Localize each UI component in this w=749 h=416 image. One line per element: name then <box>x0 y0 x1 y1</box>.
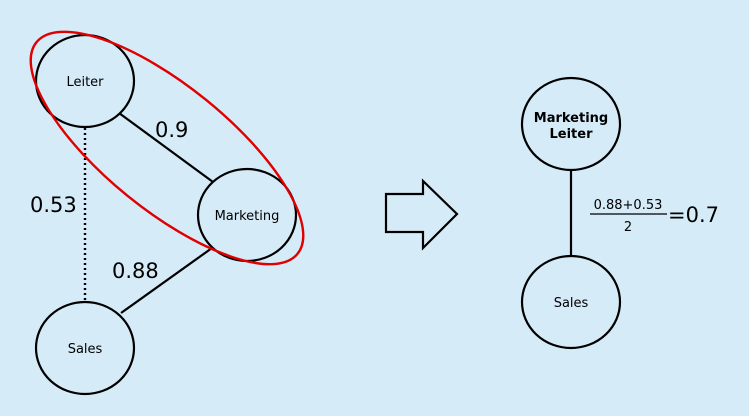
edge-leiter-marketing-label: 0.9 <box>155 118 188 142</box>
formula-result: =0.7 <box>668 203 719 227</box>
node-merged-label-line2: Leiter <box>550 127 594 142</box>
edge-leiter-sales-label: 0.53 <box>30 193 77 217</box>
node-sales-circle <box>34 300 136 396</box>
node-sales-right-circle <box>520 254 622 350</box>
merge-highlight-ellipse <box>29 30 305 266</box>
node-merged-label-line1: Marketing <box>534 111 608 126</box>
formula-numerator: 0.88+0.53 <box>594 198 663 213</box>
node-sales-label: Sales <box>68 342 103 357</box>
node-merged-circle <box>520 76 622 172</box>
transform-arrow-icon <box>384 178 459 251</box>
formula-denominator: 2 <box>624 220 632 235</box>
node-leiter-label: Leiter <box>66 75 104 90</box>
edge-marketing-sales-label: 0.88 <box>112 259 159 283</box>
edge-marketing-sales <box>120 247 213 314</box>
node-sales-right-label: Sales <box>554 296 589 311</box>
node-marketing-label: Marketing <box>215 209 280 224</box>
edge-leiter-marketing <box>118 112 214 183</box>
